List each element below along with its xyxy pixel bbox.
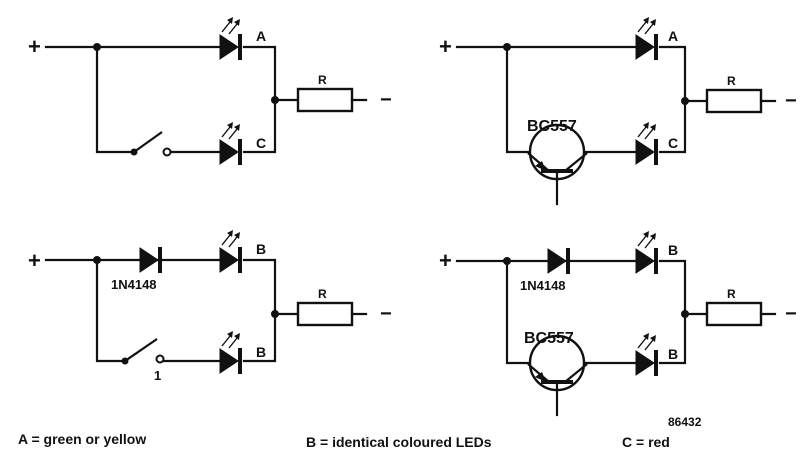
led-b-label: B: [668, 346, 678, 362]
circuit-3: + 1N4148 1 R − B B: [28, 228, 392, 383]
plus-label: +: [439, 248, 452, 273]
resistor-label: R: [318, 73, 327, 87]
resistor-label: R: [727, 287, 736, 301]
minus-label: −: [785, 90, 797, 112]
legend-a: A = green or yellow: [18, 431, 146, 447]
resistor-label: R: [318, 287, 327, 301]
legend-b: B = identical coloured LEDs: [306, 434, 492, 450]
led-a-label: A: [668, 28, 678, 44]
led-b-label: B: [668, 242, 678, 258]
transistor: [526, 334, 589, 417]
led-a: [218, 15, 242, 62]
switch-pin-label: 1: [154, 368, 161, 383]
minus-label: −: [785, 303, 797, 325]
diode-label: 1N4148: [520, 278, 566, 293]
resistor-label: R: [727, 74, 736, 88]
led-c-label: C: [256, 135, 266, 151]
led-a-label: A: [256, 28, 266, 44]
circuit-4: + 1N4148 BC557 R − B B: [439, 229, 797, 417]
led-b: [218, 329, 242, 376]
diode-label: 1N4148: [111, 277, 157, 292]
resistor: [705, 88, 763, 114]
resistor: [296, 301, 354, 327]
led-b-label: B: [256, 344, 266, 360]
led-c-label: C: [668, 135, 678, 151]
led-c: [218, 120, 242, 167]
diode: [138, 245, 162, 275]
circuit-2: + BC557 R − A C: [439, 15, 797, 206]
transistor-label: BC557: [524, 330, 574, 347]
plus-label: +: [28, 248, 41, 273]
legend-c: C = red: [622, 434, 670, 450]
led-a: [634, 15, 658, 62]
switch: [133, 131, 163, 153]
led-b: [634, 331, 658, 378]
minus-label: −: [380, 89, 392, 111]
switch: [124, 338, 158, 362]
led-b-label: B: [256, 241, 266, 257]
plus-label: +: [28, 34, 41, 59]
resistor: [705, 301, 763, 327]
circuit-1: + R − A C: [28, 15, 392, 167]
figure-number: 86432: [668, 415, 702, 429]
minus-label: −: [380, 303, 392, 325]
led-c: [634, 120, 658, 167]
plus-label: +: [439, 34, 452, 59]
diode: [546, 246, 570, 276]
resistor: [296, 87, 354, 113]
led-b: [634, 229, 658, 276]
led-b: [218, 228, 242, 275]
transistor: [526, 123, 589, 206]
transistor-label: BC557: [527, 118, 577, 135]
